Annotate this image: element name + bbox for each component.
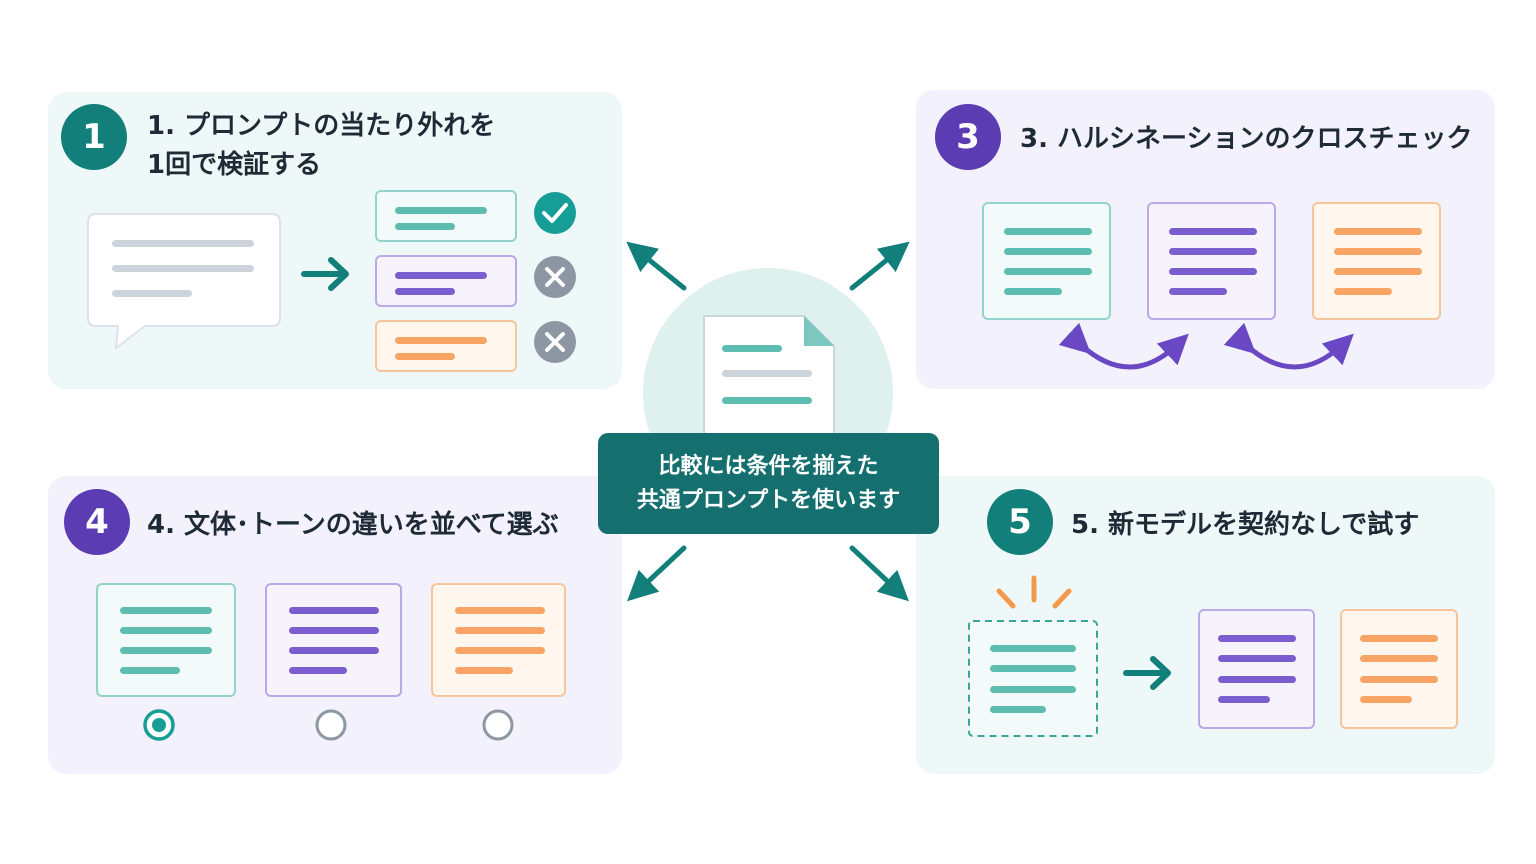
center-label-line2: 共通プロンプトを使います bbox=[636, 487, 901, 513]
trial-output-orange bbox=[1340, 609, 1458, 729]
arrow-to-panel-1 bbox=[626, 241, 687, 291]
new-model-sparkle-icon bbox=[996, 575, 1072, 609]
arrow-to-panel-4 bbox=[627, 545, 687, 602]
center-label-line1: 比較には条件を揃えた bbox=[658, 453, 879, 479]
new-model-doc-dashed bbox=[968, 620, 1098, 737]
step-badge-4: 4 bbox=[64, 489, 130, 555]
panel-5-title: 5. 新モデルを契約なしで試す bbox=[1071, 510, 1420, 540]
step-badge-3: 3 bbox=[935, 104, 1001, 170]
tone-option-orange bbox=[431, 583, 566, 697]
model-output-orange bbox=[1312, 202, 1441, 320]
crosscheck-arrow-2 bbox=[1223, 322, 1354, 370]
close-icon bbox=[534, 321, 576, 363]
response-card-purple bbox=[375, 255, 517, 307]
radio-empty-icon[interactable] bbox=[482, 709, 514, 741]
radio-selected-icon[interactable] bbox=[143, 709, 175, 741]
arrow-to-panel-3 bbox=[849, 241, 910, 291]
response-card-orange bbox=[375, 320, 517, 372]
trial-output-purple bbox=[1198, 609, 1315, 729]
arrow-to-panel-5 bbox=[849, 545, 909, 602]
crosscheck-arrow-1 bbox=[1058, 322, 1189, 370]
check-icon bbox=[534, 192, 576, 234]
model-output-teal bbox=[982, 202, 1111, 320]
radio-empty-icon[interactable] bbox=[315, 709, 347, 741]
center-label: 比較には条件を揃えた 共通プロンプトを使います bbox=[598, 433, 939, 534]
panel-3-title: 3. ハルシネーションのクロスチェック bbox=[1020, 124, 1473, 154]
step-badge-1: 1 bbox=[61, 104, 127, 170]
response-card-teal bbox=[375, 190, 517, 242]
tone-option-purple bbox=[265, 583, 402, 697]
panel-1-title: 1. プロンプトの当たり外れを 1回で検証する bbox=[147, 111, 496, 180]
model-output-purple bbox=[1147, 202, 1276, 320]
panel-4-title: 4. 文体･トーンの違いを並べて選ぶ bbox=[147, 510, 559, 540]
arrow-right-icon bbox=[1123, 656, 1171, 690]
step-badge-5: 5 bbox=[987, 489, 1053, 555]
close-icon bbox=[534, 256, 576, 298]
tone-option-teal bbox=[96, 583, 236, 697]
